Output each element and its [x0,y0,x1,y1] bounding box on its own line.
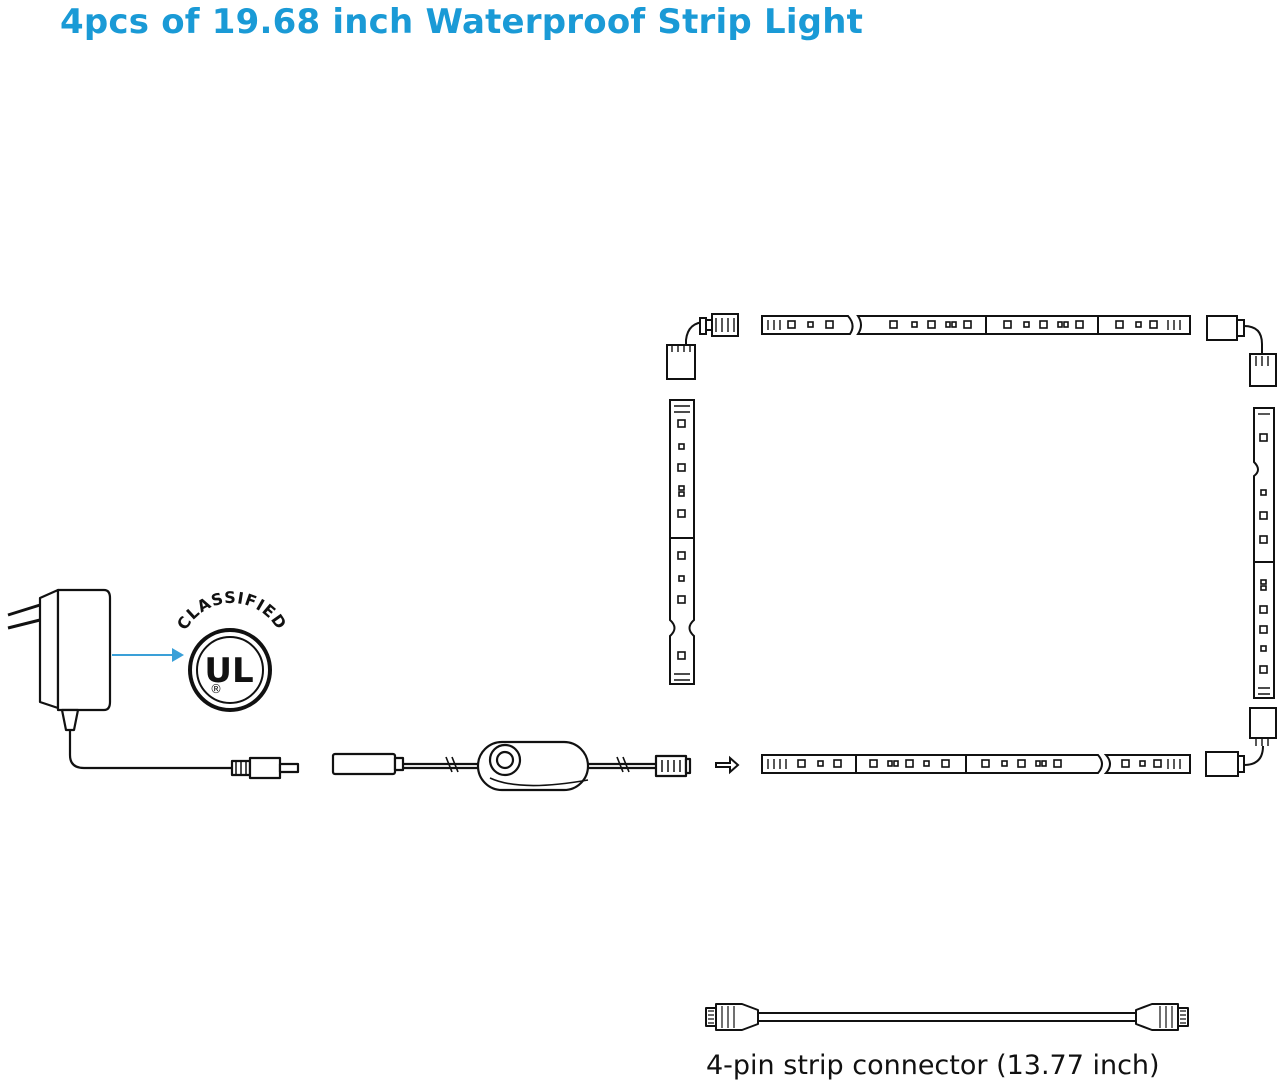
power-adapter-icon [7,588,300,780]
corner-connector-top-right [1206,315,1277,387]
ul-classified-icon: CLASSIFIED UL ® [173,588,291,712]
page-title: 4pcs of 19.68 inch Waterproof Strip Ligh… [60,2,864,42]
corner-connector-top-left [666,344,696,380]
connector-cable-icon [705,1003,1189,1031]
certification-pointer [112,648,184,662]
led-strip-bottom [761,754,1191,774]
led-strip-right [1253,407,1275,699]
inline-controller-icon [476,740,590,792]
led-strip-left [669,399,695,685]
led-strip-top [685,313,1191,345]
corner-connector-bottom-right [1205,707,1277,777]
connector-caption: 4-pin strip connector (13.77 inch) [706,1050,1160,1081]
controller-output-cable [588,754,692,778]
ul-classified-arc-text: CLASSIFIED [173,588,291,633]
ul-mark-text: UL [204,651,253,691]
arrow-right-icon [715,755,740,775]
controller-cable [331,752,480,776]
registered-mark: ® [210,682,222,696]
